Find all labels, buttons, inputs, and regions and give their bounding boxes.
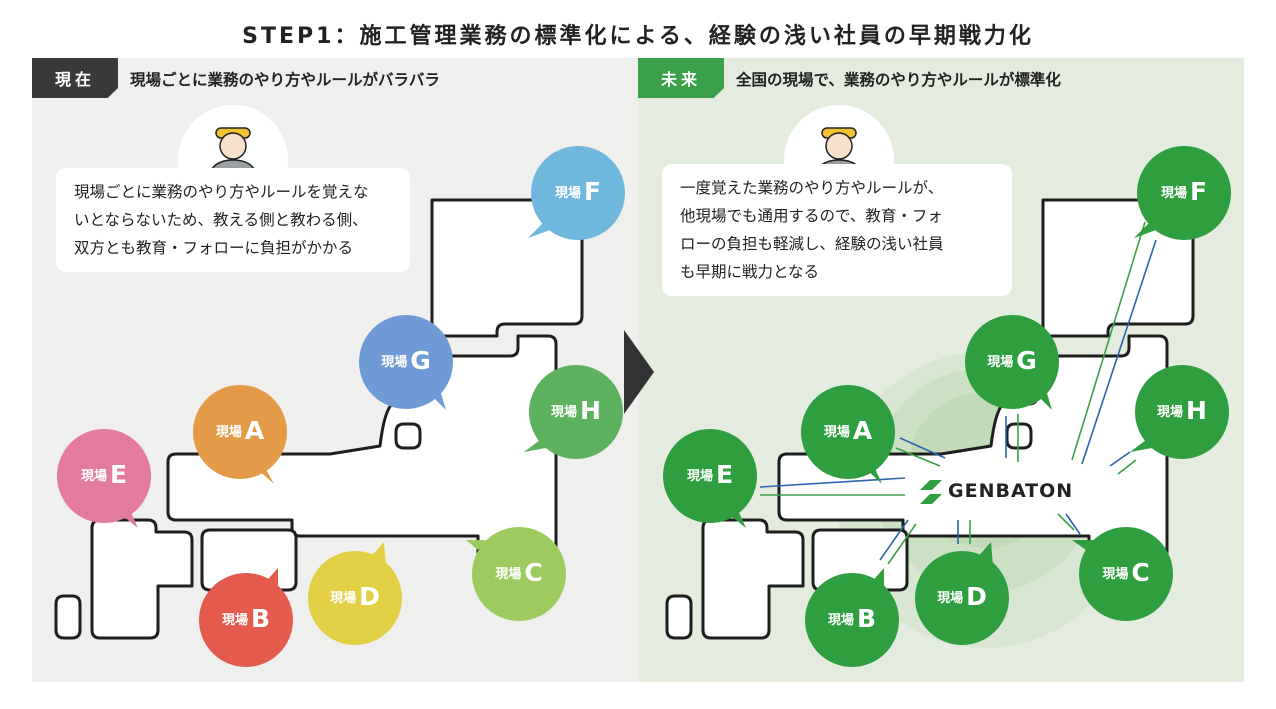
site-prefix: 現場 [1102,567,1129,582]
site-letter: E [715,460,734,489]
site-prefix: 現場 [823,425,850,440]
site-letter: G [1016,346,1037,375]
site-letter: H [1186,396,1207,425]
site-prefix: 現場 [80,469,107,484]
left-site-a [193,385,287,484]
site-letter: C [524,558,543,587]
right-site-b [805,568,899,667]
right-sites [663,146,1231,667]
left-site-b [199,568,293,667]
left-speech-bubble: 現場ごとに業務のやり方やルールを覚えな いとならないため、教える側と教わる側、 … [56,168,410,272]
site-letter: A [244,416,265,445]
left-site-d [308,542,402,645]
site-prefix: 現場 [987,355,1014,370]
right-site-c [1072,527,1173,621]
page-title: STEP1：施工管理業務の標準化による、経験の浅い社員の早期戦力化 [242,24,1034,49]
site-prefix: 現場 [1157,405,1184,420]
right-site-e [663,429,757,528]
right-site-g [965,315,1059,410]
site-prefix: 現場 [551,405,578,420]
genbaton-hub [908,472,1106,512]
right-speech-line: 他現場でも通用するので、教育・フォ [680,207,943,225]
right-site-a [801,385,895,484]
left-sites [57,146,625,667]
right-speech-line: も早期に戦力となる [680,263,820,281]
future-heading: 全国の現場で、業務のやり方やルールが標準化 [736,71,1061,89]
site-prefix: 現場 [215,425,242,440]
right-site-f [1134,146,1231,240]
left-site-g [359,315,453,410]
right-speech-line: 一度覚えた業務のやり方やルールが、 [680,179,944,197]
genbaton-label: GENBATON [948,480,1074,502]
future-tag: 未来 [638,58,724,98]
site-letter: H [580,396,601,425]
right-site-h [1130,365,1229,459]
network-arrows [759,221,1157,565]
left-speech-line: いとならないため、教える側と教わる側、 [74,211,368,229]
transition-arrow-icon [624,330,654,414]
site-letter: B [250,604,271,633]
site-prefix: 現場 [937,591,964,606]
site-prefix: 現場 [330,591,357,606]
site-letter: G [410,346,431,375]
site-prefix: 現場 [495,567,522,582]
site-letter: F [583,177,602,206]
site-letter: E [109,460,128,489]
right-speech-line: ローの負担も軽減し、経験の浅い社員 [680,235,944,253]
site-prefix: 現場 [554,186,581,201]
site-letter: F [1189,177,1208,206]
left-speech-line: 現場ごとに業務のやり方やルールを覚えな [74,183,369,201]
site-prefix: 現場 [686,469,713,484]
left-speech-line: 双方とも教育・フォローに負担がかかる [74,239,354,257]
site-letter: C [1131,558,1150,587]
site-letter: B [856,604,877,633]
site-letter: D [966,582,987,611]
current-tag: 現在 [32,58,118,98]
left-site-e [57,429,151,528]
left-site-h [524,365,623,459]
genbaton-logo-icon [920,480,942,504]
site-prefix: 現場 [381,355,408,370]
site-prefix: 現場 [1160,186,1187,201]
right-speech-bubble: 一度覚えた業務のやり方やルールが、 他現場でも通用するので、教育・フォ ローの負… [662,164,1012,296]
right-site-d [915,542,1009,645]
left-site-c [466,527,566,621]
left-japan-map [54,198,584,640]
site-prefix: 現場 [827,613,854,628]
site-prefix: 現場 [221,613,248,628]
site-letter: D [359,582,380,611]
left-site-f [528,146,625,240]
current-heading: 現場ごとに業務のやり方やルールがバラバラ [130,71,440,89]
site-letter: A [852,416,873,445]
